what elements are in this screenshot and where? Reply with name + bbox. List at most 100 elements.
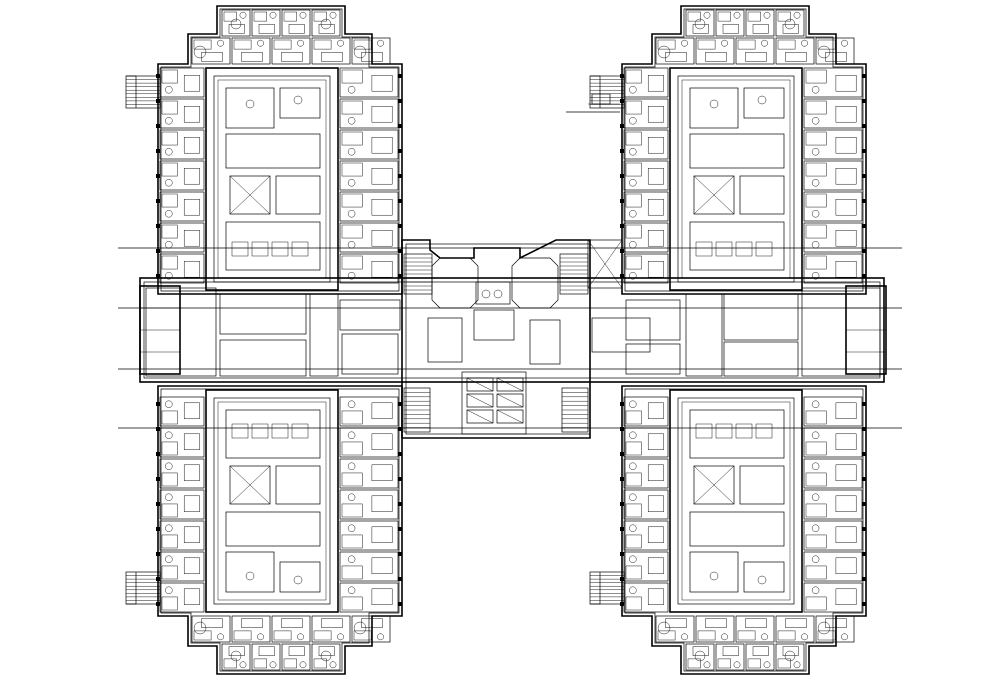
storage-cell (231, 423, 249, 439)
column (620, 477, 624, 481)
band-room (723, 293, 799, 341)
column-circle (353, 621, 367, 635)
guest-room (623, 98, 669, 129)
wing-outline (621, 5, 867, 295)
column (156, 577, 160, 581)
room-fixture (629, 210, 637, 218)
atrium-corridor (669, 67, 803, 291)
fixture-dot (293, 95, 303, 105)
room-bathroom (223, 11, 237, 22)
column (398, 552, 402, 556)
room-bed (258, 646, 275, 656)
room-bathroom (737, 39, 756, 50)
room-bathroom (353, 630, 372, 641)
room-fixture (811, 431, 820, 439)
room-bed (281, 52, 303, 62)
guest-room (655, 615, 695, 643)
atrium-inner (217, 401, 327, 601)
room-bathroom (313, 658, 327, 669)
guest-room (159, 520, 205, 551)
room-fixture (165, 86, 173, 94)
room-bed (183, 199, 200, 216)
room-bed (371, 464, 393, 481)
room-bathroom (223, 658, 237, 669)
elevator-car (466, 409, 494, 424)
room-bathroom (161, 441, 178, 456)
room-bathroom (341, 255, 363, 270)
guest-room (339, 551, 399, 582)
room-bed (321, 618, 343, 628)
room-fixture (347, 241, 356, 249)
room-bathroom (687, 11, 701, 22)
column-circle (657, 45, 671, 59)
lower-service-room (225, 221, 321, 271)
band-room (685, 293, 723, 377)
service-room (743, 561, 785, 593)
guest-room (231, 615, 271, 643)
guest-room (803, 396, 863, 427)
atrium-inner (681, 401, 791, 601)
guest-room (735, 37, 775, 65)
guest-room (191, 37, 231, 65)
room-bathroom (805, 565, 827, 580)
band-room (145, 287, 217, 377)
room-fixture (377, 633, 384, 641)
room-bed (722, 24, 739, 34)
band-room (219, 339, 307, 377)
room-bathroom (161, 503, 178, 518)
room-bed (258, 24, 275, 34)
stair-railing (590, 75, 601, 108)
guest-room (339, 427, 399, 458)
atrium-corridor (205, 67, 339, 291)
guest-room (623, 427, 669, 458)
room-fixture (629, 586, 637, 594)
room-bathroom (747, 11, 761, 22)
fixture-dot (709, 571, 719, 581)
room-bed (183, 75, 200, 92)
guest-room (159, 98, 205, 129)
room-bed (692, 24, 709, 34)
column (398, 452, 402, 456)
room-fixture (629, 272, 637, 280)
guest-room (339, 582, 399, 613)
guest-room (685, 9, 715, 37)
shaft-room (739, 465, 785, 505)
column (620, 224, 624, 228)
room-bathroom (625, 255, 642, 270)
guest-room (159, 129, 205, 160)
column-circle (657, 621, 671, 635)
room-bathroom (341, 69, 363, 84)
column (620, 124, 624, 128)
guest-room (339, 520, 399, 551)
guest-room (775, 615, 815, 643)
guest-room (339, 129, 399, 160)
elevator-diagonal (496, 377, 524, 392)
column-circle (784, 18, 796, 30)
connector-room-right (529, 319, 561, 365)
room-bathroom (161, 100, 178, 115)
guest-room (623, 551, 669, 582)
room-bathroom (161, 131, 178, 146)
column-circle (230, 18, 242, 30)
column (398, 602, 402, 606)
room-bed (835, 495, 857, 512)
room-bed (647, 137, 664, 154)
room-fixture (297, 39, 304, 47)
stair (125, 571, 161, 605)
room-bathroom (657, 39, 676, 50)
guest-room (159, 191, 205, 222)
storage-cell (755, 423, 773, 439)
elevator-diagonal (466, 393, 494, 408)
guest-room (281, 643, 311, 671)
room-bathroom (805, 534, 827, 549)
guest-room (623, 191, 669, 222)
band-room (723, 341, 799, 377)
room-bathroom (805, 193, 827, 208)
room-bed (371, 526, 393, 543)
room-bed (371, 168, 393, 185)
column (862, 402, 866, 406)
column (862, 552, 866, 556)
column (156, 224, 160, 228)
room-bathroom (625, 224, 642, 239)
guest-room (339, 253, 399, 284)
